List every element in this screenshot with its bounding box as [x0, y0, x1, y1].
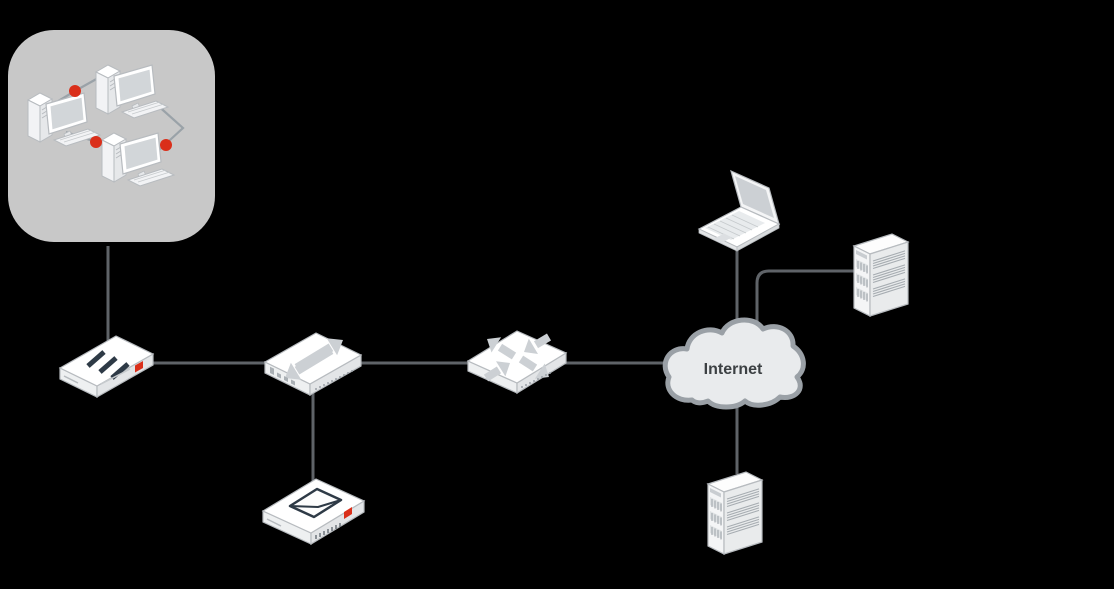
firewall-appliance-icon [58, 335, 155, 399]
router-icon [466, 330, 568, 395]
laptop-icon [697, 169, 781, 252]
mail-brand-badge [344, 507, 352, 519]
mail-port-marks [315, 523, 341, 539]
switch-led-dots [315, 370, 353, 390]
firewall-front-label [63, 375, 79, 384]
internet-label: Internet [704, 361, 763, 378]
lan-network [8, 30, 215, 242]
laptop-key-rows [707, 214, 759, 240]
mail-gateway-appliance-icon [261, 478, 366, 546]
envelope-icon [288, 487, 343, 519]
switch-ports [270, 366, 295, 386]
connection-server-internet [755, 269, 854, 345]
router-arrows [483, 333, 552, 382]
server-tower-icon [707, 471, 763, 555]
mail-front-label [266, 518, 282, 527]
server-tower-icon [853, 233, 909, 317]
firewall-slash-marks [86, 350, 130, 380]
internet-cloud: Internet [662, 317, 806, 410]
lan-connection-dots [69, 85, 172, 151]
cloud-shape [662, 317, 806, 410]
firewall-brand-badge [135, 361, 143, 373]
switch-appliance-icon [263, 332, 363, 397]
laptop-trackpad [713, 233, 732, 243]
switch-arrows [285, 338, 343, 380]
router-led-dots [521, 372, 551, 388]
firewall-front-text [100, 368, 131, 385]
